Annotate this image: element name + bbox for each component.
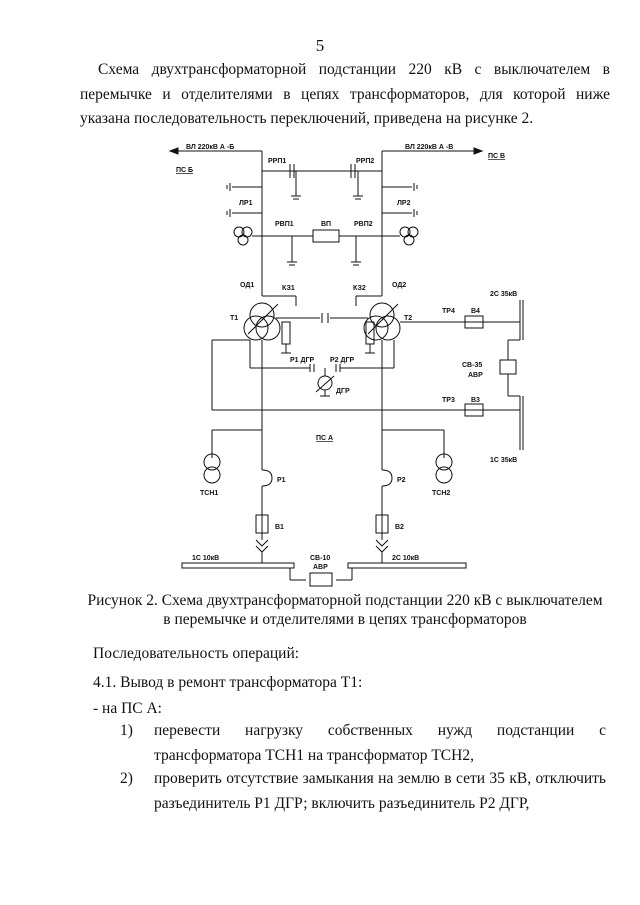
label-p1: Р1: [277, 477, 286, 484]
label-tr3: ТР3: [442, 397, 455, 404]
figure-caption: Рисунок 2. Схема двухтрансформаторной по…: [80, 591, 610, 629]
substation-diagram: ВЛ 220кВ А -Б ВЛ 220кВ А -В ПС Б ПС В РР…: [168, 144, 524, 587]
label-ps-v: ПС В: [488, 153, 505, 160]
label-lr1: ЛР1: [239, 200, 253, 207]
operations-heading: Последовательность операций:: [93, 645, 300, 662]
page-number: 5: [315, 36, 325, 55]
label-avr10: АВР: [313, 564, 328, 571]
label-vl-right: ВЛ 220кВ А -В: [405, 144, 453, 151]
label-v4: В4: [471, 308, 480, 315]
label-kz2: КЗ2: [353, 285, 366, 292]
caption-line-2: в перемычке и отделителями в цепях транс…: [163, 611, 527, 628]
label-tsn1: ТСН1: [200, 490, 218, 497]
caption-line-1: Рисунок 2. Схема двухтрансформаторной по…: [87, 592, 603, 609]
label-rrp2: РРП2: [356, 158, 374, 165]
label-ps-a: ПС А: [316, 435, 333, 442]
list-item-text: перевести нагрузку собственных нужд подс…: [154, 722, 606, 764]
label-bus-1s-10: 1С 10кВ: [192, 555, 219, 562]
label-vp: ВП: [321, 221, 331, 228]
label-b1: В1: [275, 524, 284, 531]
label-r2-dgr: Р2 ДГР: [330, 357, 354, 364]
intro-paragraph: Схема двухтрансформаторной подстанции 22…: [80, 61, 610, 127]
label-t2: Т2: [404, 315, 412, 322]
label-bus-2s-10: 2С 10кВ: [392, 555, 419, 562]
label-bus-1s-35: 1С 35кВ: [490, 457, 517, 464]
label-v3: В3: [471, 397, 480, 404]
label-r1-dgr: Р1 ДГР: [290, 357, 314, 364]
list-item-text: проверить отсутствие замыкания на землю …: [154, 770, 606, 812]
list-item-number: 1): [120, 722, 133, 739]
label-t1: Т1: [230, 315, 238, 322]
label-ps-b: ПС Б: [176, 167, 193, 174]
label-lr2: ЛР2: [397, 200, 411, 207]
label-tr4: ТР4: [442, 308, 455, 315]
list-item-number: 2): [120, 770, 133, 787]
label-rrp1: РРП1: [268, 158, 286, 165]
label-dgr: ДГР: [336, 388, 350, 395]
label-bus-2s-35: 2С 35кВ: [490, 291, 517, 298]
label-sv10: СВ-10: [310, 555, 330, 562]
section-4-1-heading: 4.1. Вывод в ремонт трансформатора Т1:: [93, 674, 363, 691]
label-kz1: КЗ1: [282, 285, 295, 292]
label-p2: Р2: [397, 477, 406, 484]
label-b2: В2: [395, 524, 404, 531]
label-avr35: АВР: [468, 372, 483, 379]
on-ps-a-label: - на ПС А:: [93, 700, 162, 717]
label-rvp2: РВП2: [354, 221, 373, 228]
label-od2: ОД2: [392, 282, 406, 289]
label-rvp1: РВП1: [275, 221, 294, 228]
label-tsn2: ТСН2: [432, 490, 450, 497]
label-sv35: СВ-35: [462, 362, 482, 369]
label-od1: ОД1: [240, 282, 254, 289]
label-vl-left: ВЛ 220кВ А -Б: [186, 144, 234, 151]
